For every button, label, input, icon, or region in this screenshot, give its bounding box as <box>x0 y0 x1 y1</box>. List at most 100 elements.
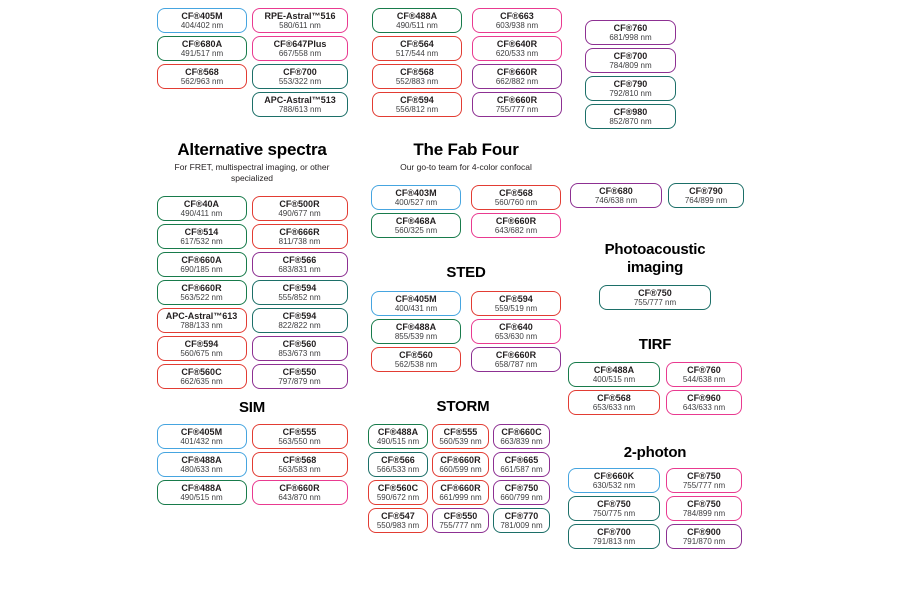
dye-ex-em-wavelengths: 491/517 nm <box>180 49 224 58</box>
dye-name: CF®568 <box>400 67 434 77</box>
dye-ex-em-wavelengths: 560/539 nm <box>439 437 482 446</box>
dye-ex-em-wavelengths: 643/870 nm <box>278 493 321 502</box>
dye-ex-em-wavelengths: 788/133 nm <box>180 321 223 330</box>
dye-name: CF®790 <box>689 186 723 196</box>
dye-name: CF®547 <box>381 511 415 521</box>
dye-ex-em-wavelengths: 563/550 nm <box>278 437 321 446</box>
dye-name: CF®680A <box>181 39 223 49</box>
dye-ex-em-wavelengths: 661/999 nm <box>439 493 482 502</box>
dye-name: CF®750 <box>687 471 721 481</box>
dye-ex-em-wavelengths: 563/522 nm <box>180 293 223 302</box>
dye-ex-em-wavelengths: 562/963 nm <box>180 77 224 86</box>
dye-name: APC-Astral™613 <box>165 311 238 321</box>
section-title: Photoacoustic imaging <box>604 241 706 276</box>
dye-name: CF®750 <box>638 288 672 298</box>
dye-name: CF®488A <box>593 365 635 375</box>
dye-ex-em-wavelengths: 755/777 nm <box>682 481 726 490</box>
dye-name: CF®750 <box>597 499 631 509</box>
dye-name: CF®594 <box>499 294 533 304</box>
dye-name: CF®550 <box>282 367 317 377</box>
section-title: 2-photon <box>623 444 687 461</box>
dye-ex-em-wavelengths: 746/638 nm <box>594 196 638 205</box>
dye-name: CF®760 <box>687 365 721 375</box>
dye-name: CF®405M <box>181 11 223 21</box>
section-subtitle: For FRET, multispectral imaging, or othe… <box>174 162 330 183</box>
dye-name: CF®900 <box>687 527 721 537</box>
dye-ex-em-wavelengths: 560/760 nm <box>494 198 538 207</box>
dye-ex-em-wavelengths: 662/882 nm <box>495 77 539 86</box>
dye-name: CF®750 <box>687 499 721 509</box>
dye-name: CF®660R <box>440 483 481 493</box>
dye-name: CF®594 <box>400 95 434 105</box>
dye-name: CF®663 <box>500 11 534 21</box>
dye-name: CF®560C <box>181 367 222 377</box>
dye-name: CF®568 <box>597 393 631 403</box>
dye-name: CF®790 <box>613 79 648 89</box>
dye-name: CF®566 <box>381 455 415 465</box>
dye-ex-em-wavelengths: 755/777 nm <box>633 298 677 307</box>
dye-name: CF®750 <box>504 483 539 493</box>
dye-name: CF®594 <box>184 339 219 349</box>
dye-name: APC-Astral™513 <box>264 95 336 105</box>
dye-ex-em-wavelengths: 681/998 nm <box>609 33 652 42</box>
dye-ex-em-wavelengths: 662/635 nm <box>180 377 223 386</box>
dye-name: CF®680 <box>599 186 633 196</box>
dye-ex-em-wavelengths: 781/009 nm <box>500 521 543 530</box>
dye-ex-em-wavelengths: 822/822 nm <box>278 321 321 330</box>
section-title: Alternative spectra <box>177 140 327 159</box>
dye-ex-em-wavelengths: 400/515 nm <box>592 375 636 384</box>
dye-ex-em-wavelengths: 784/899 nm <box>682 509 726 518</box>
dye-ex-em-wavelengths: 566/533 nm <box>376 465 420 474</box>
dye-name: CF®566 <box>282 255 317 265</box>
dye-name: CF®594 <box>282 311 317 321</box>
dye-ex-em-wavelengths: 663/839 nm <box>500 437 543 446</box>
dye-ex-em-wavelengths: 784/809 nm <box>609 61 652 70</box>
dye-name: CF®405M <box>180 427 223 437</box>
dye-ex-em-wavelengths: 750/775 nm <box>592 509 636 518</box>
dye-name: CF®568 <box>499 188 533 198</box>
dye-ex-em-wavelengths: 788/613 nm <box>278 105 322 114</box>
